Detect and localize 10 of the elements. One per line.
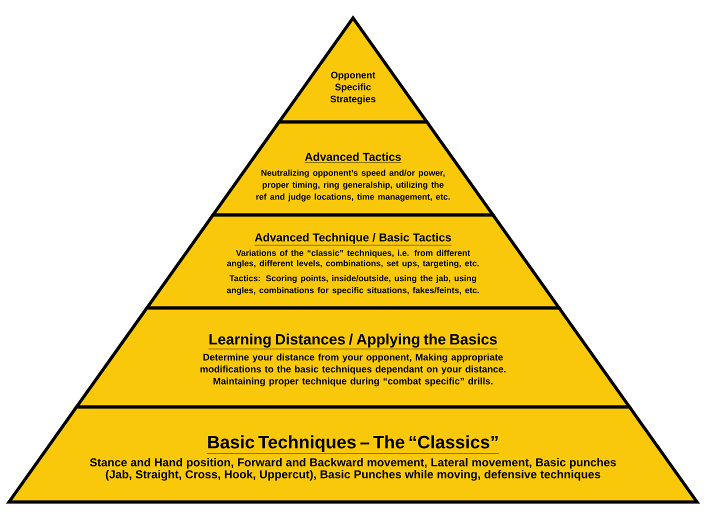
tier-heading: Advanced Technique / Basic Tactics — [254, 233, 452, 246]
tier-heading: Basic Techniques – The “Classics” — [206, 435, 500, 454]
tier-heading: Learning Distances / Applying the Basics — [208, 334, 498, 350]
tier-description: Tactics: Scoring points, inside/outside, using the jab, using angles, combinations for specific situations, fakes/feints, etc. — [226, 275, 479, 295]
tier-heading: Advanced Tactics — [304, 152, 402, 163]
tier-description: Neutralizing opponent’s speed and/or power, proper timing, ring generalship, utilizing the ref and judge locations, time management, etc. — [256, 170, 450, 202]
tier-description: Determine your distance from your opponent, Making appropriate modifications to the basic techniques dependant on your distance. Maintaining proper technique during “combat specific” drills. — [200, 354, 506, 386]
tier-heading: Opponent Specific Strategies — [330, 72, 376, 104]
tier-description: Stance and Hand position, Forward and Backward movement, Lateral movement, Basic punches (Jab, Straight, Cross, Hook, Uppercut), Basic Punches while moving, defensive techniques — [90, 458, 616, 481]
tier-description: Variations of the “classic” techniques, i.e. from different angles, different levels, combinations, set ups, targeting, etc. — [227, 250, 479, 268]
